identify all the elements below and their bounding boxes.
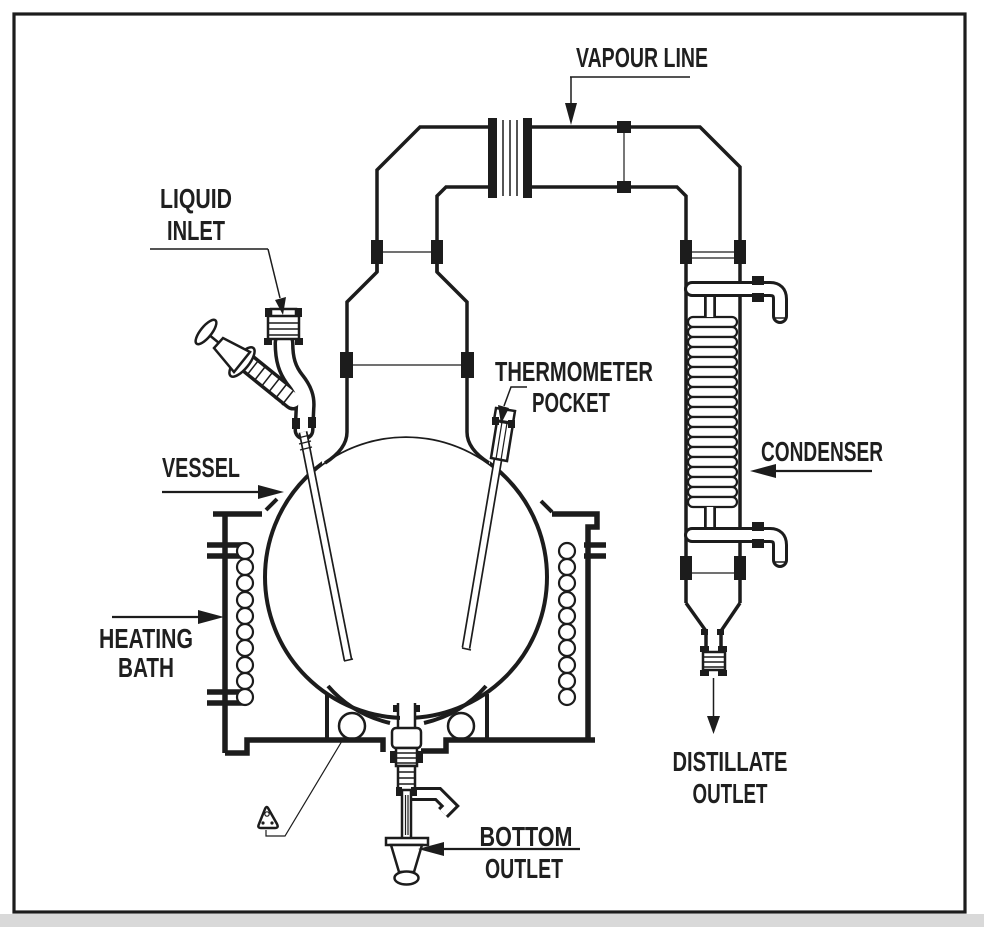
spout-icon [412, 787, 460, 818]
ground-joint-hatch-icon [297, 434, 313, 451]
dip-tube-flange-icon [308, 417, 316, 428]
clamp-symbol-icon [257, 735, 346, 837]
heating-bath [207, 497, 606, 756]
cooling-water-port-bottom [684, 507, 788, 568]
label-bottom-outlet-group: BOTTOM OUTLET [418, 821, 580, 884]
label-heating-bath-group: HEATING BATH [99, 610, 224, 683]
label-condenser: CONDENSER [761, 436, 883, 467]
vessel-neck [324, 264, 490, 465]
cooling-water-port-top [684, 276, 788, 324]
distillate-bellows-icon [700, 646, 727, 676]
label-thermometer-pocket-1: THERMOMETER [495, 356, 653, 387]
distillate-outlet-arrow [707, 678, 720, 734]
inlet-valve-icon [194, 318, 256, 378]
dip-tube [297, 431, 354, 662]
label-vessel: VESSEL [162, 452, 240, 483]
label-bottom-outlet-2: OUTLET [485, 853, 563, 884]
neck-flange-icon [461, 352, 474, 378]
dip-tube-flange-icon [292, 418, 300, 429]
label-distillate-outlet-1: DISTILLATE [673, 746, 788, 777]
vessel-sphere [263, 296, 549, 725]
vessel-neck-flange-icon [371, 240, 443, 264]
label-thermometer-pocket-group: THERMOMETER POCKET [495, 356, 653, 424]
vapour-line-pipe [371, 118, 742, 272]
threaded-joint-icon [246, 360, 294, 406]
page-shadow [0, 914, 984, 927]
label-heating-bath-2: BATH [118, 652, 174, 683]
bottom-outlet-valve [384, 703, 460, 886]
label-vapour-line: VAPOUR LINE [576, 42, 708, 73]
label-vapour-line-group: VAPOUR LINE [565, 42, 708, 125]
condenser-coil-icon [686, 315, 739, 509]
heating-coil-right-icon [557, 541, 577, 707]
heating-coil-left-icon [235, 541, 255, 707]
label-heating-bath-1: HEATING [99, 623, 193, 654]
pipe-flange-icon [617, 121, 631, 193]
label-liquid-inlet-group: LIQUID INLET [150, 183, 286, 315]
liquid-inlet-assembly [194, 307, 316, 441]
label-thermometer-pocket-2: POCKET [532, 387, 610, 418]
vessel-support-left [325, 684, 391, 742]
label-distillate-outlet-group: DISTILLATE OUTLET [673, 746, 788, 809]
clamp-leader-line [265, 735, 346, 837]
label-condenser-group: CONDENSER [750, 436, 883, 478]
neck-flange-icon [340, 352, 353, 378]
inlet-bellows-icon [264, 307, 303, 345]
label-distillate-outlet-2: OUTLET [693, 778, 768, 809]
expansion-bellows-icon [488, 118, 532, 198]
label-vessel-group: VESSEL [162, 452, 284, 499]
label-liquid-inlet-2: INLET [167, 215, 225, 246]
vessel-support-right [423, 684, 489, 742]
heating-bath-right-wall [421, 499, 606, 754]
label-liquid-inlet-1: LIQUID [160, 183, 232, 214]
label-bottom-outlet-1: BOTTOM [480, 821, 573, 852]
